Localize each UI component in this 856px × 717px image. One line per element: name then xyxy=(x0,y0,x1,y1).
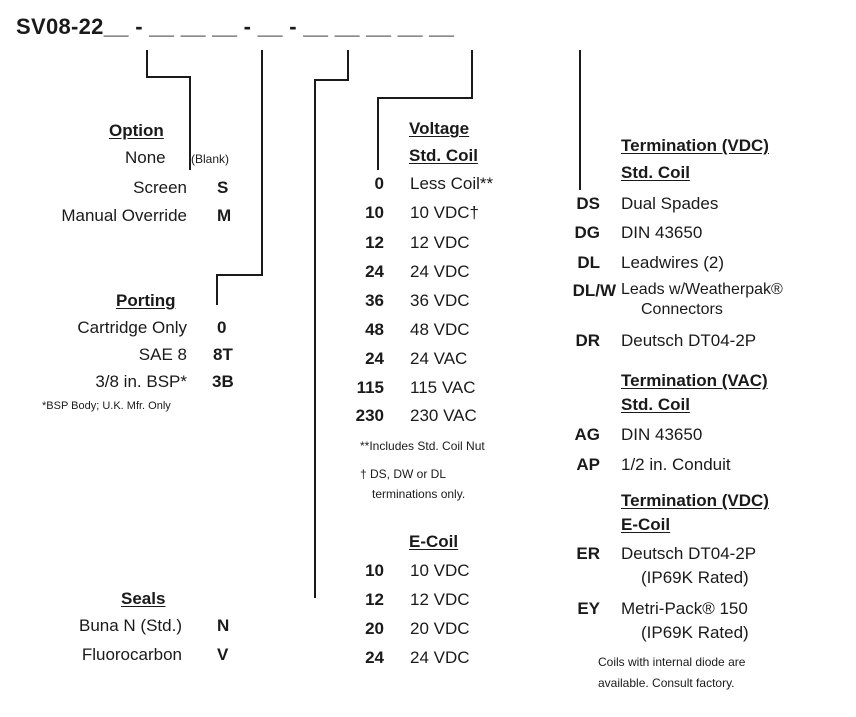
term-vdc-label-line2: Connectors xyxy=(641,301,723,318)
ecoil-label: 20 VDC xyxy=(410,619,470,638)
voltage-code: 48 xyxy=(365,320,384,339)
term-ecoil-label-line2: (IP69K Rated) xyxy=(641,623,749,642)
option-none-sub: (Blank) xyxy=(191,152,230,166)
term-vdc-code: DL xyxy=(577,253,600,272)
seals-fluoro-code: V xyxy=(217,645,229,664)
seals-buna-label: Buna N (Std.) xyxy=(79,616,182,635)
voltage-label: 10 VDC† xyxy=(410,203,479,222)
ecoil-code: 10 xyxy=(365,561,384,580)
term-vdc-code: DG xyxy=(574,223,601,242)
porting-title: Porting xyxy=(116,291,176,310)
porting-sae-label: SAE 8 xyxy=(138,345,187,364)
voltage-code: 12 xyxy=(365,233,384,252)
term-ecoil-code: ER xyxy=(576,544,600,563)
term-ecoil-code: EY xyxy=(577,599,600,618)
term-vdc-code: DS xyxy=(576,194,600,213)
voltage-code: 36 xyxy=(365,291,384,310)
term-vdc-label: Leadwires (2) xyxy=(621,253,724,272)
voltage-code: 115 xyxy=(356,378,384,397)
term-vac-code: AP xyxy=(576,455,600,474)
seals-title: Seals xyxy=(121,589,166,608)
porting-note: *BSP Body; U.K. Mfr. Only xyxy=(42,400,171,412)
ecoil-label: 10 VDC xyxy=(410,561,470,580)
term-ecoil-subtitle: E-Coil xyxy=(621,515,671,534)
term-vdc-subtitle: Std. Coil xyxy=(621,163,690,182)
term-ecoil-label: Deutsch DT04-2P xyxy=(621,544,757,563)
seals-connector xyxy=(314,50,349,598)
ecoil-label: 24 VDC xyxy=(410,648,470,667)
model-code: SV08-22__ - __ __ __ - __ - __ __ __ __ … xyxy=(16,14,455,39)
voltage-note-dagger-1: † DS, DW or DL xyxy=(360,467,447,481)
voltage-code: 24 xyxy=(365,349,384,368)
term-vdc-title: Termination (VDC) xyxy=(621,136,769,155)
voltage-code: 0 xyxy=(374,174,384,193)
term-vac-subtitle: Std. Coil xyxy=(621,395,690,414)
option-screen-label: Screen xyxy=(133,178,187,197)
option-connector xyxy=(146,50,191,170)
term-ecoil-note-2: available. Consult factory. xyxy=(598,676,735,690)
voltage-label: 24 VDC xyxy=(410,262,470,281)
ecoil-code: 12 xyxy=(365,590,384,609)
option-manual-code: M xyxy=(217,206,232,225)
term-ecoil-note-1: Coils with internal diode are xyxy=(598,655,746,669)
voltage-label: 24 VAC xyxy=(410,349,468,368)
porting-cartridge-label: Cartridge Only xyxy=(77,318,187,337)
porting-cartridge-code: 0 xyxy=(217,318,227,337)
porting-sae-code: 8T xyxy=(213,345,233,364)
voltage-label: 12 VDC xyxy=(410,233,470,252)
voltage-label: 48 VDC xyxy=(410,320,470,339)
term-vdc-label: Leads w/Weatherpak® xyxy=(621,281,783,298)
term-ecoil-title: Termination (VDC) xyxy=(621,491,769,510)
option-title: Option xyxy=(109,121,164,140)
term-ecoil-label: Metri-Pack® 150 xyxy=(621,599,748,618)
option-none-label: None xyxy=(125,148,166,167)
voltage-subtitle: Std. Coil xyxy=(409,146,478,165)
voltage-label: Less Coil** xyxy=(410,174,494,193)
term-vdc-label: DIN 43650 xyxy=(621,223,703,242)
seals-fluoro-label: Fluorocarbon xyxy=(81,645,182,664)
term-vac-label: 1/2 in. Conduit xyxy=(621,455,731,474)
ecoil-code: 20 xyxy=(365,619,384,638)
voltage-note-coil-nut: **Includes Std. Coil Nut xyxy=(360,439,485,453)
voltage-note-dagger-2: terminations only. xyxy=(372,487,466,501)
voltage-label: 36 VDC xyxy=(410,291,470,310)
voltage-code: 24 xyxy=(365,262,384,281)
term-vac-title: Termination (VAC) xyxy=(621,371,768,390)
term-vdc-label: Deutsch DT04-2P xyxy=(621,331,757,350)
ecoil-title: E-Coil xyxy=(409,532,459,551)
term-vdc-label: Dual Spades xyxy=(621,194,719,213)
seals-buna-code: N xyxy=(217,616,230,635)
term-ecoil-label-line2: (IP69K Rated) xyxy=(641,568,749,587)
voltage-code: 230 xyxy=(355,406,384,425)
porting-connector xyxy=(216,50,263,305)
porting-bsp-label: 3/8 in. BSP* xyxy=(95,372,187,391)
option-screen-code: S xyxy=(217,178,229,197)
porting-bsp-code: 3B xyxy=(212,372,234,391)
voltage-code: 10 xyxy=(365,203,384,222)
ecoil-code: 24 xyxy=(365,648,384,667)
term-vdc-code: DR xyxy=(575,331,600,350)
voltage-title: Voltage xyxy=(409,119,470,138)
voltage-label: 115 VAC xyxy=(410,378,476,397)
ecoil-label: 12 VDC xyxy=(410,590,470,609)
term-vac-label: DIN 43650 xyxy=(621,425,703,444)
term-vac-code: AG xyxy=(574,425,601,444)
option-manual-label: Manual Override xyxy=(61,206,187,225)
voltage-connector xyxy=(377,50,473,170)
term-vdc-code: DL/W xyxy=(572,281,616,300)
voltage-label: 230 VAC xyxy=(410,406,477,425)
